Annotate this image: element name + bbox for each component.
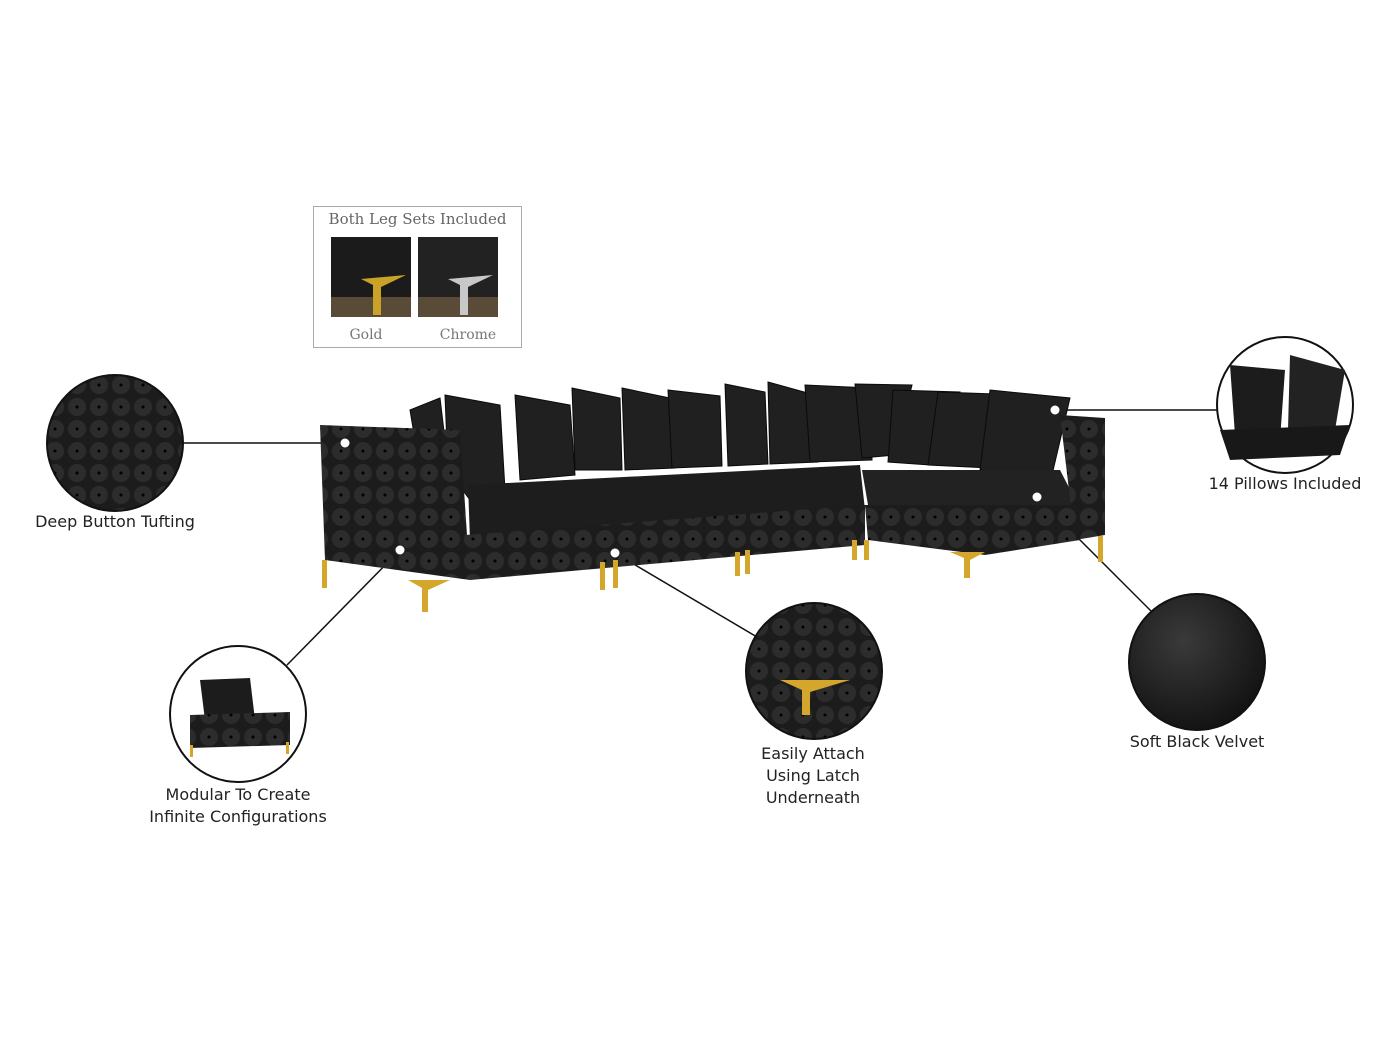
- latch-label-line: Underneath: [765, 788, 861, 807]
- latch-detail-circle: [745, 602, 883, 740]
- sectional-sofa: [320, 381, 1105, 612]
- pillows-label: 14 Pillows Included: [1208, 474, 1362, 493]
- left-arm: [320, 425, 470, 580]
- gold-legs: [322, 536, 1103, 612]
- latch-label: Easily Attach Using Latch Underneath: [761, 743, 865, 809]
- gold-leg-image: [331, 237, 411, 317]
- gold-caption: Gold: [349, 327, 383, 343]
- tufting-label: Deep Button Tufting: [35, 512, 195, 531]
- velvet-label: Soft Black Velvet: [1129, 732, 1265, 751]
- seat-cushions: [468, 465, 865, 540]
- base-tufted: [465, 505, 865, 580]
- chaise-seat: [862, 470, 1078, 505]
- modular-label-line: Modular To Create: [165, 785, 311, 804]
- modular-label: Modular To Create Infinite Configuration…: [149, 784, 327, 828]
- velvet-detail-circle: [1128, 593, 1266, 731]
- callout-dots: [339, 404, 1061, 559]
- tufting-detail-circle: [46, 374, 184, 512]
- chrome-leg-image: [418, 237, 498, 317]
- leg-sets-box: Both Leg Sets Included Gold Chrome: [313, 206, 522, 348]
- chrome-caption: Chrome: [439, 327, 497, 343]
- modular-detail-circle: [169, 645, 307, 783]
- right-arm: [1060, 415, 1105, 540]
- latch-label-line: Easily Attach: [761, 744, 865, 763]
- pillows-detail-circle: [1216, 336, 1354, 474]
- leg-sets-title: Both Leg Sets Included: [328, 210, 507, 228]
- pillows: [409, 381, 1071, 501]
- chaise-base: [865, 505, 1080, 555]
- modular-label-line: Infinite Configurations: [149, 807, 327, 826]
- latch-label-line: Using Latch: [766, 766, 860, 785]
